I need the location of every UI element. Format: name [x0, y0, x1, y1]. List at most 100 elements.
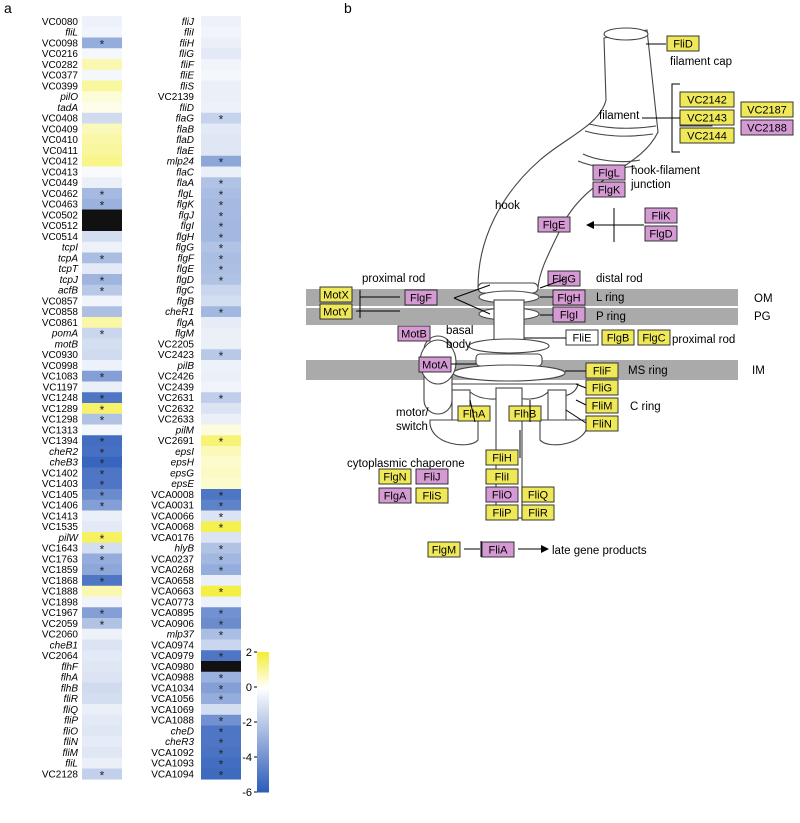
- heatmap-cell: [201, 123, 241, 135]
- heatmap-cell: [201, 693, 241, 705]
- significance-marker: *: [100, 37, 105, 51]
- protein-label: FliS: [423, 491, 442, 503]
- heatmap-cell: [82, 48, 122, 60]
- gene-label: tcpA: [58, 253, 78, 264]
- heatmap-cell: [201, 768, 241, 780]
- gene-label: VCA0008: [151, 490, 194, 501]
- gene-label: flgM: [175, 329, 195, 340]
- protein-label: FliF: [593, 366, 612, 378]
- significance-marker: *: [219, 231, 224, 245]
- heatmap-cell: [201, 682, 241, 694]
- heatmap-cell: [201, 392, 241, 404]
- legend-gradient-step: [257, 780, 269, 784]
- protein-label: MotB: [401, 329, 427, 341]
- heatmap-cell: [82, 747, 122, 759]
- protein-label: FlgI: [560, 310, 578, 322]
- gene-label: VC0502: [42, 210, 79, 221]
- heatmap-cell: [82, 284, 122, 296]
- protein-box: [679, 91, 735, 108]
- significance-marker: *: [100, 478, 105, 492]
- gene-label: VC2426: [158, 372, 195, 383]
- legend-gradient-step: [257, 757, 269, 760]
- gene-label: VC1535: [42, 522, 79, 533]
- significance-marker: *: [219, 306, 224, 320]
- gene-label: VCA1088: [151, 716, 194, 727]
- heatmap-cell: [82, 413, 122, 425]
- heatmap-cell: [82, 596, 122, 608]
- heatmap-cell: [201, 424, 241, 436]
- significance-marker: *: [219, 274, 224, 288]
- legend-gradient-step: [257, 675, 269, 679]
- heatmap-cell: [201, 489, 241, 501]
- protein-box: [378, 487, 412, 504]
- significance-marker: *: [219, 252, 224, 266]
- gene-label: VC1406: [42, 501, 79, 512]
- heatmap-column-2: fliJfliIfliHfliGfliFfliEfliSVC2139fliDfl…: [151, 16, 241, 782]
- label-basal-1: basal: [446, 325, 474, 337]
- protein-flia: FliA: [481, 541, 515, 558]
- heatmap-cell: [82, 521, 122, 533]
- protein-label: FlgL: [598, 168, 619, 180]
- gene-label: VCA0068: [151, 522, 194, 533]
- protein-box: [427, 541, 461, 558]
- protein-box: [644, 225, 678, 242]
- heatmap-cell: [82, 220, 122, 232]
- heatmap-cell: [201, 370, 241, 382]
- protein-flha: FlhA: [457, 405, 491, 422]
- gene-label: VC0512: [42, 221, 79, 232]
- gene-label: fliJ: [182, 17, 195, 28]
- legend-gradient-step: [257, 759, 269, 763]
- gene-label: epsH: [171, 458, 195, 469]
- significance-marker: *: [219, 586, 224, 600]
- significance-marker: *: [100, 575, 105, 589]
- label-motor-2: switch: [396, 421, 428, 433]
- protein-mota: MotA: [418, 356, 452, 373]
- legend-gradient-step: [257, 668, 269, 672]
- gene-label: fliE: [180, 71, 194, 82]
- protein-box: [537, 216, 571, 233]
- heatmap-cell: [201, 134, 241, 146]
- gene-label: fliS: [180, 81, 194, 92]
- legend-gradient-step: [257, 778, 269, 781]
- heatmap-cell: [82, 671, 122, 683]
- heatmap-cell: [201, 209, 241, 221]
- gene-label: VCA0988: [151, 673, 194, 684]
- heatmap-cell: [82, 714, 122, 726]
- gene-label: VC0861: [42, 318, 79, 329]
- gene-label: tcpT: [59, 264, 79, 275]
- gene-label: flaC: [176, 167, 195, 178]
- legend-gradient-step: [257, 722, 269, 725]
- legend-gradient-step: [257, 656, 269, 660]
- legend-gradient-step: [257, 684, 269, 688]
- significance-marker: *: [219, 209, 224, 223]
- protein-box: [637, 329, 671, 346]
- significance-marker: *: [100, 489, 105, 503]
- heatmap-cell: [201, 91, 241, 103]
- heatmap-column-1: VC0080fliLVC0098*VC0216VC0282VC0377VC039…: [42, 16, 122, 782]
- gene-label: epsE: [171, 479, 194, 490]
- significance-marker: *: [219, 758, 224, 772]
- legend-gradient-step: [257, 743, 269, 746]
- protein-label: FliK: [652, 211, 672, 223]
- heatmap-cell: [201, 241, 241, 253]
- legend-gradient-step: [257, 659, 269, 662]
- legend-gradient-step: [257, 752, 269, 756]
- gene-label: VC1413: [42, 511, 79, 522]
- protein-box: [415, 468, 449, 485]
- gene-label: VC0411: [43, 146, 79, 157]
- heatmap-cell: [201, 628, 241, 640]
- heatmap-cell: [201, 231, 241, 243]
- gene-label: VC2128: [42, 769, 79, 780]
- gene-label: fliM: [62, 748, 78, 759]
- heatmap-cell: [201, 155, 241, 167]
- significance-marker: *: [219, 263, 224, 277]
- protein-box: [481, 541, 515, 558]
- significance-marker: *: [219, 199, 224, 213]
- legend-tick-label: -2: [242, 717, 252, 729]
- heatmap-panel: VC0080fliLVC0098*VC0216VC0282VC0377VC039…: [42, 16, 269, 799]
- gene-label: epsI: [175, 447, 194, 458]
- gene-label: acfB: [58, 286, 78, 297]
- significance-marker: *: [100, 553, 105, 567]
- protein-vc2142: VC2142: [679, 91, 735, 108]
- gene-label: tcpI: [62, 243, 78, 254]
